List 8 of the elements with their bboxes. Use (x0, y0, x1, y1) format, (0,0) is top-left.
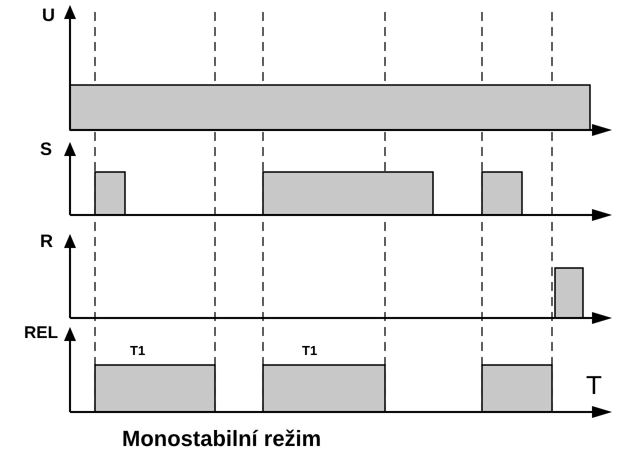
caption: Monostabilní režim (122, 428, 322, 450)
signal-name: U (42, 6, 55, 24)
time-label: T1 (130, 344, 146, 357)
signal-name: R (40, 232, 53, 250)
signal-name: S (40, 140, 52, 158)
signal-name: REL (24, 324, 58, 341)
axis-label: T (586, 372, 602, 398)
time-label: T1 (302, 344, 318, 357)
